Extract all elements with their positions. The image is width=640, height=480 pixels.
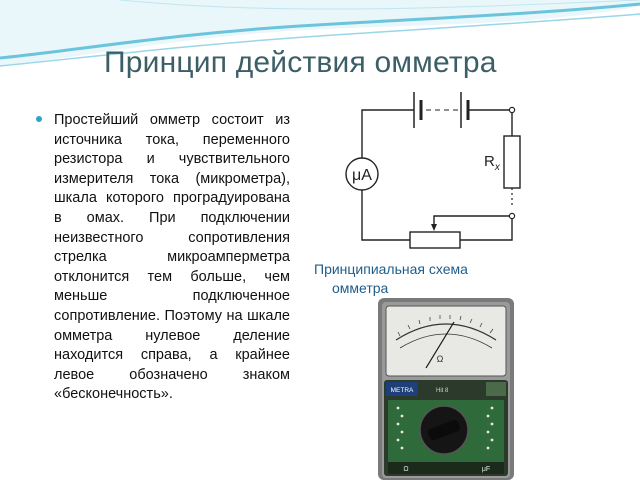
- unknown-resistor-icon: [503, 135, 521, 189]
- multimeter-photo: Ω METRA Hit 8 Ω μF: [378, 298, 514, 480]
- svg-text:METRA: METRA: [391, 387, 414, 394]
- terminal-icons: [508, 106, 516, 220]
- ohmmeter-circuit-diagram: μA Rx: [345, 92, 521, 249]
- circuit-wires: [361, 109, 513, 241]
- caption-line-2: омметра: [332, 280, 389, 296]
- dial-omega-label: Ω: [403, 466, 408, 473]
- body-text: Простейший омметр состоит из источника т…: [54, 112, 290, 403]
- diagram-caption: Принципиальная схема омметра: [314, 260, 524, 298]
- header-wave-decoration: [0, 0, 640, 67]
- microammeter-label: μA: [352, 167, 372, 184]
- bullet-dot: [36, 116, 42, 122]
- model-label: Hit 8: [436, 388, 449, 394]
- resistor-label: Rx: [484, 153, 501, 173]
- wiper-arrow-icon: [431, 224, 437, 231]
- variable-resistor-icon: [409, 231, 461, 249]
- dial-microfarad-label: μF: [482, 466, 490, 473]
- brand-badge: [386, 382, 418, 396]
- rotary-switch-grip: [428, 420, 460, 440]
- microammeter-icon: [345, 157, 379, 191]
- meter-scale-window: [385, 305, 507, 377]
- caption-line-1: Принципиальная схема: [314, 261, 468, 277]
- slide-title: Принцип действия омметра: [104, 46, 497, 79]
- battery-icon: [413, 92, 470, 128]
- range-markings: [396, 406, 494, 450]
- scale-omega-label: Ω: [437, 354, 444, 364]
- meter-needle: [425, 321, 455, 369]
